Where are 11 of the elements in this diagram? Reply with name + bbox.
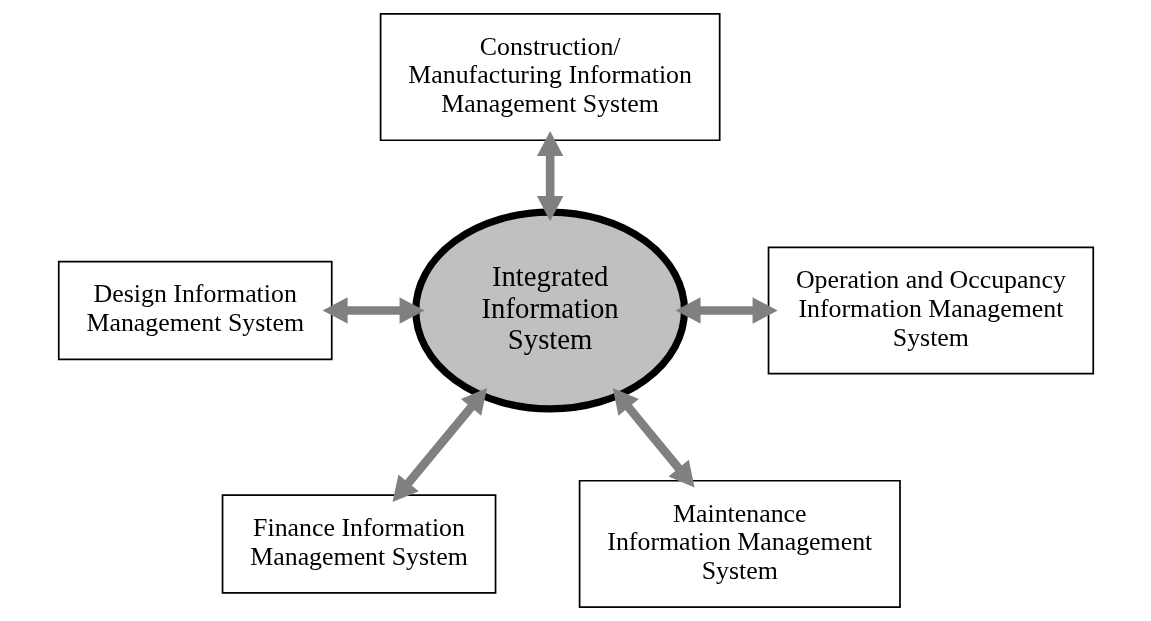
arrow <box>536 130 563 222</box>
node-box: Finance Information Management System <box>221 494 496 594</box>
arrow <box>322 297 425 324</box>
node-box: Operation and Occupancy Information Management System <box>767 246 1094 375</box>
node-box: Design Information Management System <box>57 260 333 361</box>
arrow <box>612 388 695 488</box>
node-ellipse: Integrated Information System <box>411 208 688 413</box>
arrow <box>674 297 778 324</box>
node-box: Maintenance Information Management System <box>578 479 901 609</box>
arrow <box>392 388 487 503</box>
node-box: Construction/ Manufacturing Information Management System <box>379 12 721 142</box>
